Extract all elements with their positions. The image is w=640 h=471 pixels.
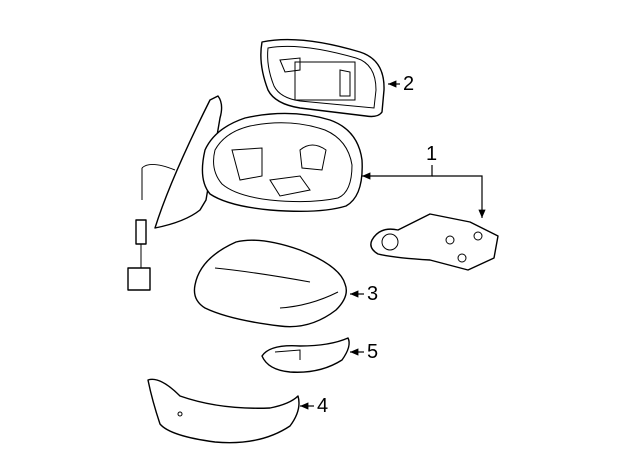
callout-5: 5 [367,341,379,363]
mirror-cover-part [193,239,348,328]
callout-3: 3 [367,283,379,305]
callout-4: 4 [317,395,329,417]
leader-lines [300,80,486,410]
mirror-glass-part [260,38,385,118]
lower-trim-part [147,378,300,444]
mirror-housing-assembly [127,95,363,291]
turn-signal-lamp-part [261,337,350,373]
mirror-motor-part [370,213,499,271]
callout-1: 1 [426,143,438,165]
callout-2: 2 [403,73,415,95]
